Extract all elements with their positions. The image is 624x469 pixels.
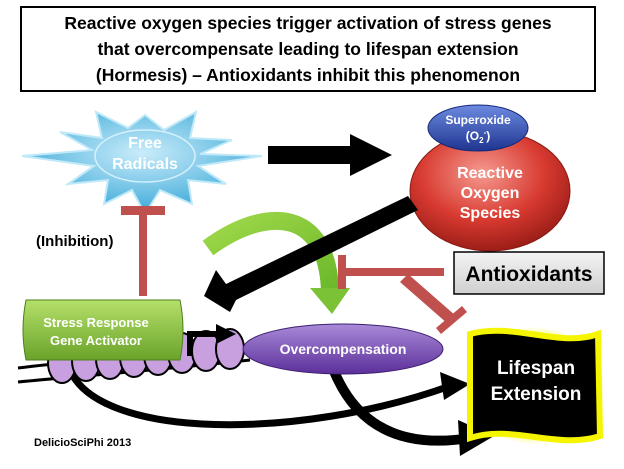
arrow-free-radicals-to-ros bbox=[268, 134, 392, 176]
ros-label-1: Reactive bbox=[457, 165, 523, 182]
title-box: Reactive oxygen species trigger activati… bbox=[20, 6, 596, 92]
overcompensation-node: Overcompensation bbox=[242, 323, 444, 375]
inhibition-antioxidants bbox=[338, 255, 467, 334]
transcription-arrow-icon bbox=[187, 324, 236, 356]
superoxide-formula: (O2-) bbox=[466, 128, 490, 145]
antioxidants-node: Antioxidants bbox=[453, 251, 605, 295]
superoxide-node: Superoxide (O2-) bbox=[427, 104, 529, 152]
stress-gene-label-1: Stress Response bbox=[43, 315, 149, 330]
diagram-title: Reactive oxygen species trigger activati… bbox=[64, 13, 552, 85]
lifespan-label-1: Lifespan bbox=[497, 358, 575, 379]
stress-gene-node: Stress Response Gene Activator bbox=[22, 299, 184, 361]
lifespan-node: Lifespan Extension bbox=[454, 316, 614, 455]
green-arrow-to-overcompensation bbox=[202, 211, 350, 314]
superoxide-label: Superoxide bbox=[445, 113, 511, 127]
ros-node: Reactive Oxygen Species bbox=[409, 130, 571, 252]
scroll-banner-icon bbox=[467, 327, 604, 444]
overcompensation-label: Overcompensation bbox=[280, 341, 407, 357]
free-radicals-label-1: Free bbox=[128, 135, 162, 152]
lifespan-label-2: Extension bbox=[491, 384, 582, 405]
free-radicals-label-2: Radicals bbox=[112, 156, 178, 173]
curve-dna-to-lifespan bbox=[66, 368, 452, 429]
free-radicals-node: Free Radicals bbox=[21, 110, 263, 216]
antioxidants-label: Antioxidants bbox=[465, 263, 592, 286]
inhibition-label: (Inhibition) bbox=[36, 233, 113, 250]
arrow-ros-to-stress-gene bbox=[204, 196, 418, 312]
ros-label-3: Species bbox=[460, 205, 521, 222]
stress-gene-label-2: Gene Activator bbox=[50, 333, 142, 348]
curve-overcompensation-to-lifespan bbox=[327, 364, 471, 446]
ros-label-2: Oxygen bbox=[461, 185, 520, 202]
credit-label: DelicioSciPhi 2013 bbox=[34, 437, 131, 449]
inhibition-stress-to-free-radicals bbox=[121, 206, 165, 296]
